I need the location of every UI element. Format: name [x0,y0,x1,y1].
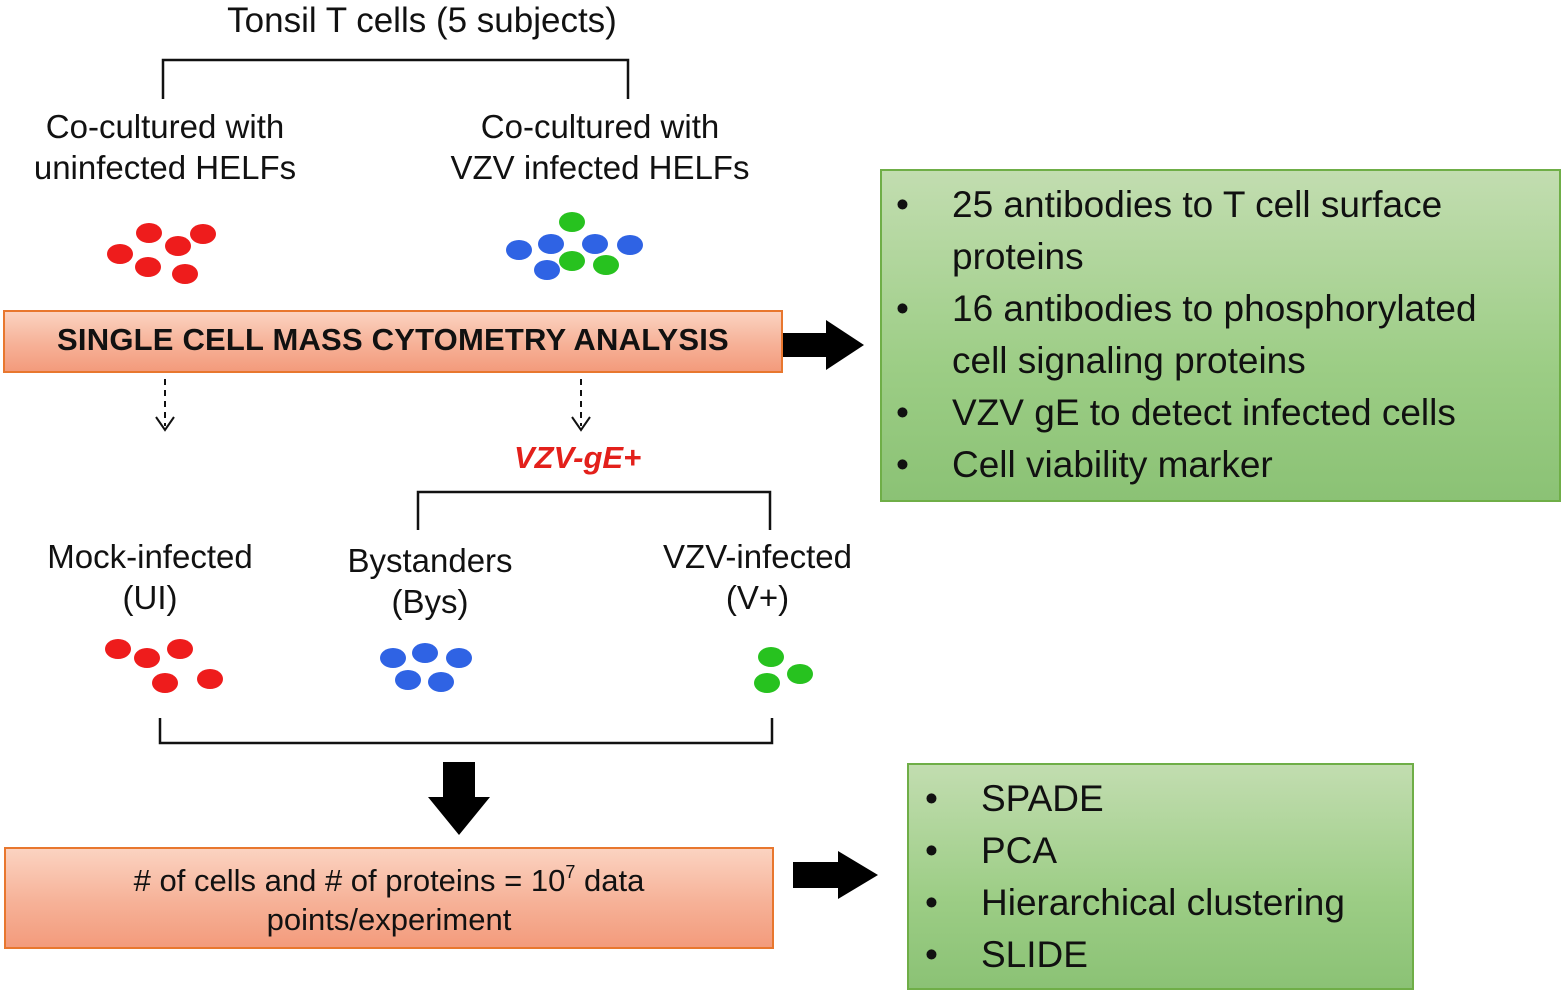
antibody-item-text: Cell viability marker [952,444,1273,485]
method-item-text: PCA [981,830,1058,871]
mass-cytometry-label: SINGLE CELL MASS CYTOMETRY ANALYSIS [57,322,729,357]
data-points-prefix: # of cells and # of proteins = 10 [133,863,566,898]
antibody-item-text: proteins [952,236,1084,277]
method-item-spade: • SPADE [925,773,1345,825]
bystanders-line-2: (Bys) [391,583,469,620]
data-points-line-1: # of cells and # of proteins = 107 data [6,861,772,900]
bullet-icon: • [925,934,938,975]
top-bracket [161,58,630,99]
bystanders-group-label: Bystanders (Bys) [320,540,540,622]
mock-line-2: (UI) [122,579,178,616]
method-item-text: SPADE [981,778,1104,819]
arrow-down [428,762,490,835]
uninfected-line-2: uninfected HELFs [33,149,297,186]
mock-cells [105,639,223,693]
mock-group-label: Mock-infected (UI) [30,536,270,618]
vzv-infected-cells [754,647,813,693]
infected-line-1: Co-cultured with [480,108,720,145]
methods-list: • SPADE • PCA • Hierarchical clustering … [925,773,1345,981]
antibody-list: • 25 antibodies to T cell surface protei… [896,179,1477,491]
bullet-icon: • [925,830,938,871]
uninfected-line-1: Co-cultured with [45,108,285,145]
method-item-hierarchical: • Hierarchical clustering [925,877,1345,929]
method-item-slide: • SLIDE [925,929,1345,981]
uninfected-condition-label: Co-cultured with uninfected HELFs [15,106,315,188]
method-item-text: SLIDE [981,934,1088,975]
antibody-item-text: 16 antibodies to phosphorylated [952,288,1477,329]
antibody-item-text: VZV gE to detect infected cells [952,392,1456,433]
arrow-to-methods [793,851,878,899]
infected-cocultured-cells [506,212,643,280]
antibody-item-vzv-ge: • VZV gE to detect infected cells [896,387,1477,439]
antibody-panel: • 25 antibodies to T cell surface protei… [880,169,1561,502]
data-points-line-2: points/experiment [266,902,512,937]
bullet-icon: • [896,184,909,225]
vzv-line-1: VZV-infected [663,538,852,575]
bystanders-line-1: Bystanders [347,542,513,579]
bullet-icon: • [896,392,909,433]
dashed-arrow-left [155,379,175,432]
method-item-pca: • PCA [925,825,1345,877]
bottom-bracket [158,718,774,745]
vzv-group-label: VZV-infected (V+) [650,536,865,618]
bystander-cells [380,643,472,692]
antibody-item-text: cell signaling proteins [952,340,1306,381]
infected-condition-label: Co-cultured with VZV infected HELFs [430,106,770,188]
bullet-icon: • [925,882,938,923]
data-points-exponent: 7 [565,862,576,882]
bullet-icon: • [896,288,909,329]
method-item-text: Hierarchical clustering [981,882,1345,923]
methods-panel: • SPADE • PCA • Hierarchical clustering … [907,763,1414,990]
vzv-ge-gate-label: VZV-gE+ [514,440,642,475]
gating-bracket [416,490,772,530]
vzv-line-2: (V+) [725,579,790,616]
data-points-box: # of cells and # of proteins = 107 data … [4,847,774,949]
arrow-to-panel [783,320,864,370]
antibody-item-viability: • Cell viability marker [896,439,1477,491]
bullet-icon: • [925,778,938,819]
dashed-arrow-right [571,379,591,432]
infected-line-2: VZV infected HELFs [450,149,750,186]
diagram-title: Tonsil T cells (5 subjects) [227,1,617,40]
uninfected-cells [107,223,216,284]
mass-cytometry-box: SINGLE CELL MASS CYTOMETRY ANALYSIS [3,310,783,373]
bullet-icon: • [896,444,909,485]
mock-line-1: Mock-infected [47,538,253,575]
data-points-suffix: data [575,863,645,898]
antibody-item-surface: • 25 antibodies to T cell surface protei… [896,179,1477,283]
antibody-item-phospho: • 16 antibodies to phosphorylated cell s… [896,283,1477,387]
data-points-label: # of cells and # of proteins = 107 data … [6,861,772,939]
antibody-item-text: 25 antibodies to T cell surface [952,184,1443,225]
